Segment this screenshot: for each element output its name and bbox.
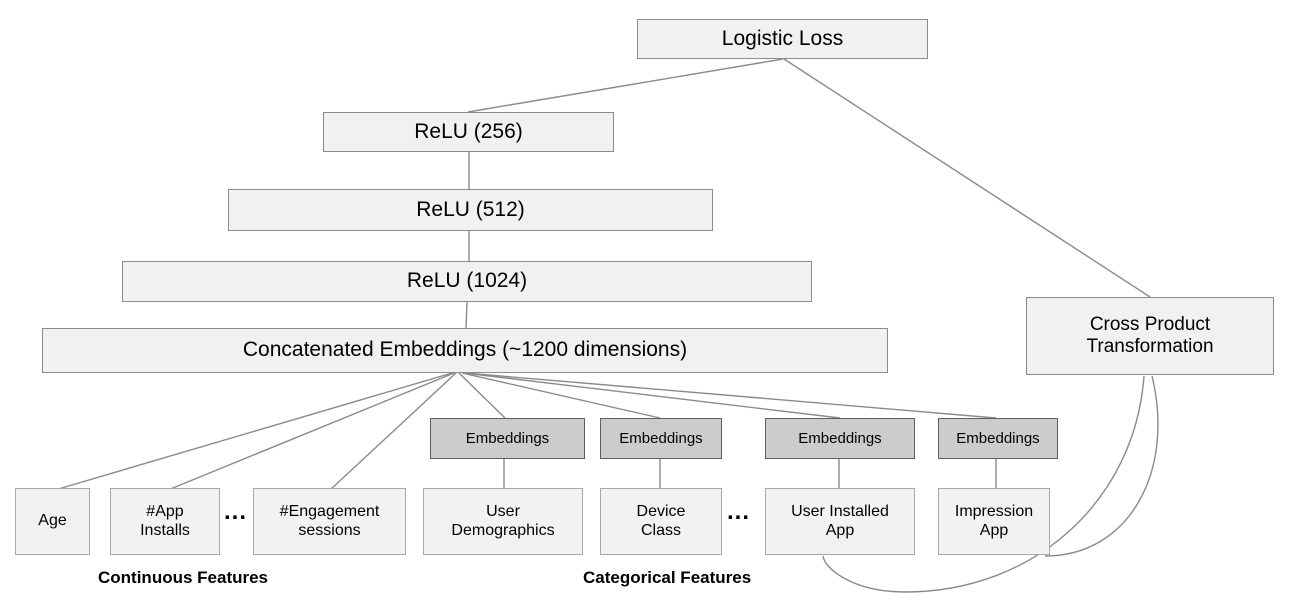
- edge-relu1024-to-concat: [465, 301, 468, 329]
- node-feature-user-installed-app-line2: App: [825, 521, 855, 539]
- node-feature-age: Age: [15, 488, 90, 555]
- node-feature-device-class-line1: Device: [636, 502, 686, 520]
- edge-loss-to-cross-product: [783, 58, 1151, 298]
- node-cross-product-transformation: Cross Product Transformation: [1026, 297, 1274, 375]
- node-feature-engagement-sessions: #Engagement sessions: [253, 488, 406, 555]
- node-relu-256-label: ReLU (256): [414, 119, 523, 143]
- node-feature-engagement-line1: #Engagement: [279, 502, 380, 520]
- node-cross-product-line2: Transformation: [1086, 336, 1214, 357]
- edge-concat-to-embeddings-4: [464, 372, 997, 419]
- ellipsis-categorical-features: ...: [727, 498, 751, 525]
- node-feature-app-installs-line2: Installs: [140, 521, 190, 539]
- node-embeddings-user-installed-app: Embeddings: [765, 418, 915, 459]
- edge-cross-product-to-user-installed-app: [822, 375, 1145, 593]
- node-feature-device-class: Device Class: [600, 488, 722, 555]
- edge-concat-to-embeddings-1: [458, 372, 506, 419]
- node-concatenated-embeddings-label: Concatenated Embeddings (~1200 dimension…: [242, 338, 688, 362]
- node-embeddings-user-demographics: Embeddings: [430, 418, 585, 459]
- edge-concat-to-embeddings-2: [461, 372, 661, 419]
- node-relu-512: ReLU (512): [228, 189, 713, 231]
- node-feature-age-label: Age: [38, 512, 67, 530]
- node-feature-user-installed-app-line1: User Installed: [791, 502, 889, 520]
- edge-loss-to-relu256: [467, 58, 784, 113]
- node-embeddings-4-label: Embeddings: [956, 429, 1040, 447]
- node-relu-256: ReLU (256): [323, 112, 614, 152]
- node-embeddings-1-label: Embeddings: [465, 429, 550, 447]
- node-feature-impression-app: Impression App: [938, 488, 1050, 555]
- edge-cross-product-to-impression-app: [1044, 375, 1159, 557]
- edge-concat-to-app-installs: [167, 372, 455, 491]
- node-cross-product-line1: Cross Product: [1089, 313, 1211, 335]
- node-relu-512-label: ReLU (512): [416, 197, 525, 221]
- node-embeddings-impression-app: Embeddings: [938, 418, 1058, 459]
- node-feature-impression-app-line2: App: [979, 521, 1009, 539]
- node-feature-engagement-line2: sessions: [298, 521, 361, 539]
- node-feature-user-installed-app: User Installed App: [765, 488, 915, 555]
- group-label-continuous-features: Continuous Features: [98, 568, 269, 587]
- node-feature-app-installs: #App Installs: [110, 488, 220, 555]
- node-embeddings-3-label: Embeddings: [798, 429, 882, 447]
- node-feature-user-demographics-line2: Demographics: [451, 521, 555, 539]
- node-embeddings-device-class: Embeddings: [600, 418, 722, 459]
- ellipsis-continuous-features: ...: [224, 498, 248, 525]
- node-feature-user-demographics: User Demographics: [423, 488, 583, 555]
- node-feature-device-class-line2: Class: [640, 521, 681, 539]
- node-relu-1024: ReLU (1024): [122, 261, 812, 302]
- edge-concat-to-embeddings-3: [463, 372, 841, 419]
- node-embeddings-2-label: Embeddings: [619, 429, 703, 447]
- node-feature-app-installs-line1: #App: [146, 502, 184, 520]
- group-label-categorical-features: Categorical Features: [583, 568, 752, 587]
- node-logistic-loss: Logistic Loss: [637, 19, 928, 59]
- node-relu-1024-label: ReLU (1024): [406, 269, 528, 293]
- node-concatenated-embeddings: Concatenated Embeddings (~1200 dimension…: [42, 328, 888, 373]
- node-logistic-loss-label: Logistic Loss: [721, 26, 844, 50]
- node-feature-user-demographics-line1: User: [486, 502, 520, 520]
- edge-concat-to-age: [54, 372, 453, 491]
- node-feature-impression-app-line1: Impression: [954, 502, 1034, 520]
